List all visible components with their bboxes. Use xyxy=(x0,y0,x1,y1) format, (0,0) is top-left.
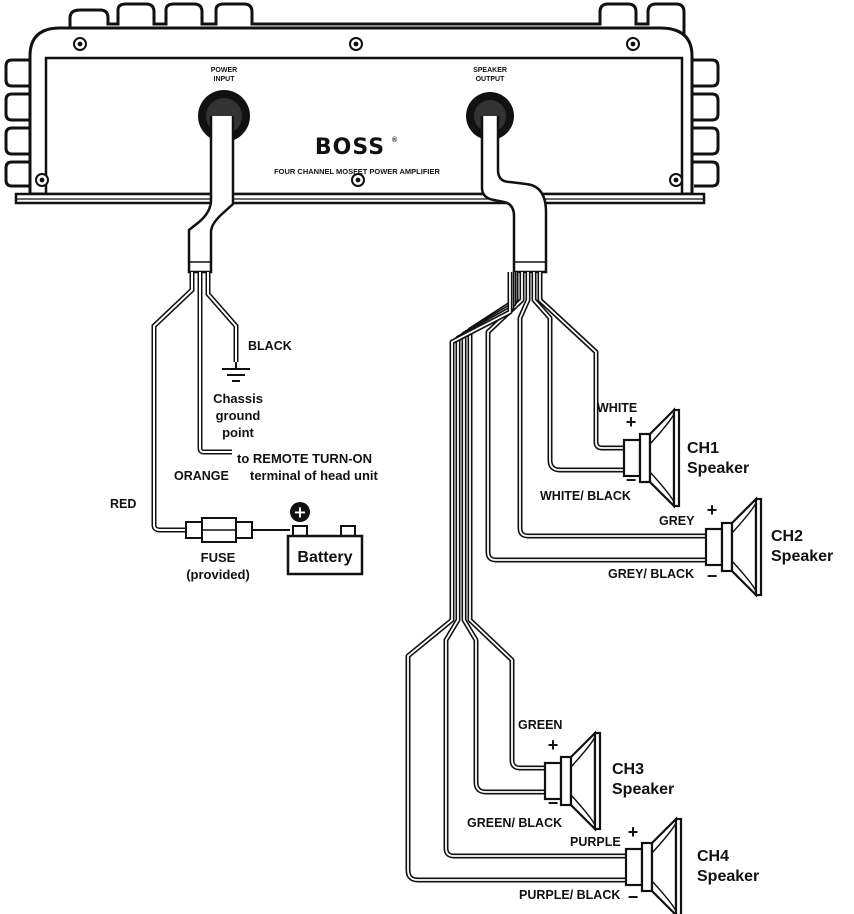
speaker-terminal xyxy=(624,847,644,887)
ch1-minus-sign: − xyxy=(626,470,637,490)
ch2-positive-label: GREY xyxy=(659,514,695,528)
ch3-positive-label: GREEN xyxy=(518,718,562,732)
remote-label-1: to REMOTE TURN-ON xyxy=(237,451,372,466)
black-wire-label: BLACK xyxy=(248,339,292,353)
ch2-negative-label: GREY/ BLACK xyxy=(608,567,694,581)
speaker-cone-icon xyxy=(569,730,597,832)
speaker-magnet xyxy=(720,521,734,573)
speaker-magnet xyxy=(640,841,654,893)
fuse-label-1: FUSE xyxy=(201,550,236,565)
ch2-title-1: CH2 xyxy=(771,528,803,545)
speaker-magnet xyxy=(638,432,652,484)
ch4-positive-wire xyxy=(443,272,626,859)
registered-mark: ® xyxy=(392,136,398,144)
ch3-positive-wire xyxy=(467,272,545,771)
model-text: FOUR CHANNEL MOSFET POWER AMPLIFIER xyxy=(274,167,440,176)
ch4-negative-label: PURPLE/ BLACK xyxy=(519,888,620,902)
speaker-ch1 xyxy=(622,407,681,509)
red-wire-label: RED xyxy=(110,497,136,511)
ch4-minus-sign: − xyxy=(628,887,639,907)
chassis-label-3: point xyxy=(222,425,254,440)
brand-logo: BOSS xyxy=(315,135,385,160)
ch2-negative-wire xyxy=(485,272,706,563)
ch4-title-2: Speaker xyxy=(697,868,759,885)
ch1-positive-label: WHITE xyxy=(597,401,637,415)
ch3-negative-wire xyxy=(461,272,545,795)
ch4-title-1: CH4 xyxy=(697,848,729,865)
speaker-magnet xyxy=(559,755,573,807)
battery-positive-icon: + xyxy=(290,502,310,522)
speaker-ch4 xyxy=(624,816,683,914)
remote-label-2: terminal of head unit xyxy=(250,468,379,483)
ch3-title-2: Speaker xyxy=(612,781,674,798)
orange-wire-label: ORANGE xyxy=(174,469,229,483)
speaker-terminal xyxy=(704,527,724,567)
ch3-negative-label: GREEN/ BLACK xyxy=(467,816,562,830)
speaker-frame xyxy=(674,817,683,914)
ch3-title-1: CH3 xyxy=(612,761,644,778)
red-wire xyxy=(151,272,195,533)
fuse-icon xyxy=(185,517,253,543)
speaker-output-label-1: SPEAKER xyxy=(473,67,507,74)
speaker-ch2 xyxy=(704,496,763,598)
ch3-minus-sign: − xyxy=(548,793,559,813)
black-wire xyxy=(205,272,239,362)
ch1-title-2: Speaker xyxy=(687,460,749,477)
ch1-negative-label: WHITE/ BLACK xyxy=(540,489,631,503)
chassis-label-1: Chassis xyxy=(213,391,263,406)
amplifier-chassis xyxy=(4,2,720,205)
speaker-cone-icon xyxy=(648,407,676,509)
battery-icon xyxy=(286,525,364,576)
ch4-positive-label: PURPLE xyxy=(570,835,621,849)
speaker-wires xyxy=(405,272,706,883)
speaker-ch3 xyxy=(543,730,602,832)
screw-icon xyxy=(35,37,683,187)
ch2-positive-wire xyxy=(517,272,706,539)
ch4-negative-wire xyxy=(405,272,626,883)
ground-symbol-icon xyxy=(222,362,250,382)
ch1-positive-wire xyxy=(537,272,624,451)
speaker-frame xyxy=(754,497,763,597)
ch4-plus-sign: + xyxy=(628,822,639,842)
ch2-minus-sign: − xyxy=(707,566,718,586)
chassis-label-2: ground xyxy=(216,408,261,423)
power-input-label-2: INPUT xyxy=(214,76,236,83)
fuse-label-2: (provided) xyxy=(186,567,250,582)
ch3-plus-sign: + xyxy=(548,735,559,755)
speaker-frame xyxy=(672,408,681,508)
svg-text:+: + xyxy=(293,503,306,522)
ch2-plus-sign: + xyxy=(707,500,718,520)
power-input-label-1: POWER xyxy=(211,67,237,74)
ch2-title-2: Speaker xyxy=(771,548,833,565)
speaker-cone-icon xyxy=(730,496,758,598)
battery-label: Battery xyxy=(297,549,352,566)
ch1-title-1: CH1 xyxy=(687,440,719,457)
speaker-frame xyxy=(593,731,602,831)
ch1-plus-sign: + xyxy=(626,412,637,432)
speaker-output-label-2: OUTPUT xyxy=(476,76,506,83)
speaker-cone-icon xyxy=(650,816,678,914)
ch1-negative-wire xyxy=(531,272,624,473)
